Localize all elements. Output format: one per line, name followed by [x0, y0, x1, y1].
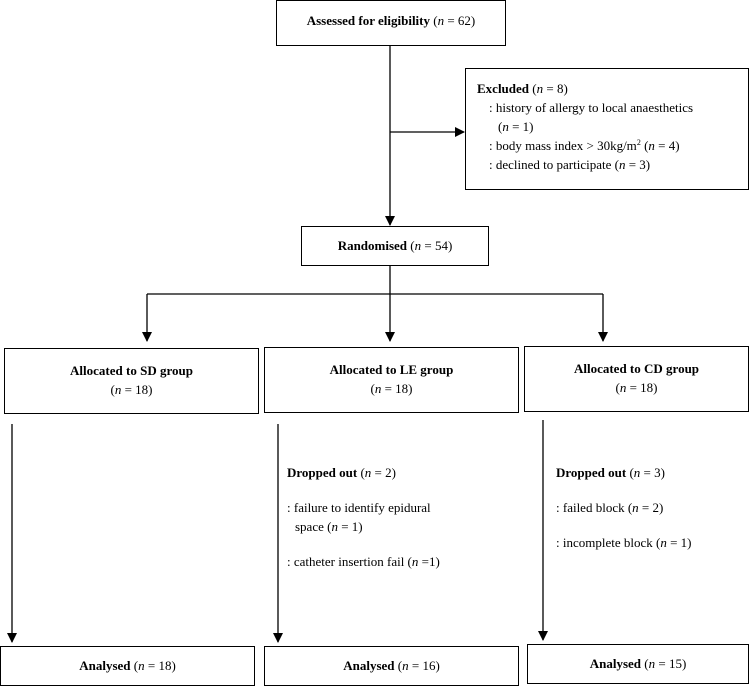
sd-analysed-box: Analysed (n = 18) — [0, 646, 255, 686]
cd-dropped-label: Dropped out — [556, 465, 627, 480]
excluded-box: Excluded (n = 8) : history of allergy to… — [465, 68, 749, 190]
le-group-label: Allocated to LE group — [329, 362, 454, 377]
le-dropped-count: = 2) — [371, 465, 396, 480]
le-analysed-box: Analysed (n = 16) — [264, 646, 519, 686]
sd-group-count: = 18) — [121, 382, 153, 397]
sd-group-label: Allocated to SD group — [70, 363, 193, 378]
eligibility-count: = 62) — [444, 13, 476, 28]
le-catheter-count: =1) — [418, 554, 440, 569]
excluded-count: = 8) — [543, 81, 568, 96]
excluded-reason-allergy: : history of allergy to local anaestheti… — [489, 100, 694, 115]
cd-analysed-label: Analysed — [589, 656, 642, 671]
le-epidural-count: = 1) — [337, 519, 363, 534]
randomised-box: Randomised (n = 54) — [301, 226, 489, 266]
sd-group-box: Allocated to SD group (n = 18) — [4, 348, 259, 414]
le-dropped-reason-catheter: : catheter insertion fail ( — [287, 554, 412, 569]
le-dropped-out: Dropped out (n = 2) : failure to identif… — [287, 465, 440, 569]
sd-analysed-label: Analysed — [79, 658, 131, 673]
eligibility-label: Assessed for eligibility — [306, 13, 430, 28]
randomised-label: Randomised — [337, 238, 408, 253]
randomised-count: = 54) — [421, 238, 453, 253]
cd-incomplete-count: = 1) — [666, 535, 692, 550]
cd-dropped-reason-failed: : failed block ( — [556, 500, 633, 515]
excluded-reason-bmi: : body mass index > 30kg/m — [489, 138, 637, 153]
cd-dropped-count: = 3) — [640, 465, 665, 480]
le-group-box: Allocated to LE group (n = 18) — [264, 347, 519, 413]
le-group-count: = 18) — [381, 381, 413, 396]
eligibility-box: Assessed for eligibility (n = 62) — [276, 0, 506, 46]
le-analysed-label: Analysed — [343, 658, 395, 673]
cd-group-label: Allocated to CD group — [573, 361, 700, 376]
excluded-allergy-count: = 1) — [508, 119, 534, 134]
le-dropped-reason-epidural: : failure to identify epidural — [287, 500, 431, 515]
cd-failed-count: = 2) — [638, 500, 664, 515]
cd-analysed-count: = 15) — [655, 656, 687, 671]
excluded-bmi-count: = 4) — [654, 138, 680, 153]
le-analysed-count: = 16) — [408, 658, 440, 673]
le-dropped-label: Dropped out — [287, 465, 358, 480]
cd-group-box: Allocated to CD group (n = 18) — [524, 346, 749, 412]
cd-dropped-reason-incomplete: : incomplete block ( — [556, 535, 661, 550]
cd-group-count: = 18) — [626, 380, 658, 395]
cd-analysed-box: Analysed (n = 15) — [527, 644, 749, 684]
cd-dropped-out: Dropped out (n = 3) : failed block (n = … — [556, 465, 692, 550]
excluded-declined-count: = 3) — [625, 157, 651, 172]
excluded-label: Excluded — [477, 81, 530, 96]
excluded-reason-declined: : declined to participate ( — [489, 157, 619, 172]
sd-analysed-count: = 18) — [144, 658, 176, 673]
